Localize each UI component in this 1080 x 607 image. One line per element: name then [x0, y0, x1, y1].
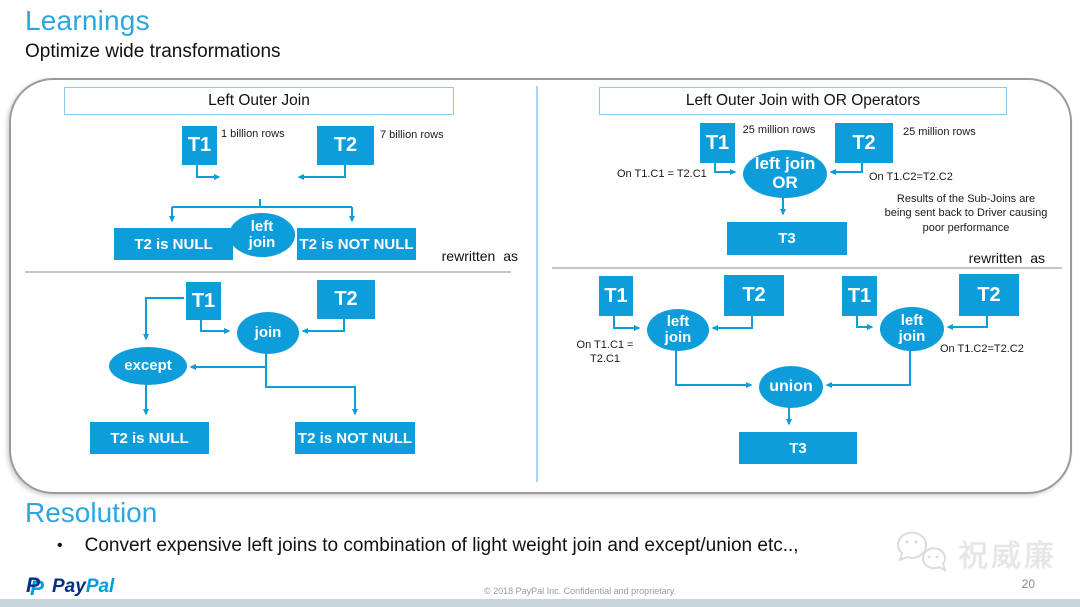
- except-label-line: except: [124, 356, 172, 374]
- resolution-title: Resolution: [25, 497, 158, 528]
- except-operator-node: except: [109, 347, 187, 385]
- connector-arrows: [25, 86, 1062, 482]
- rewritten-as-label: rewritten as: [441, 248, 518, 264]
- table-node-t1: T1: [182, 126, 217, 165]
- join-label-line: join: [248, 234, 276, 251]
- watermark-text: 祝威廉: [958, 540, 1057, 573]
- table-node-t2: T2: [317, 126, 374, 165]
- row-count-note: 25 million rows: [742, 124, 816, 136]
- join-condition-label: On T1.C2=T2.C2: [940, 343, 1024, 355]
- table-node-t1: T1: [186, 282, 221, 320]
- join-condition-label: On T1.C1 = T2.C1: [567, 338, 643, 367]
- result-node-t3: T3: [727, 222, 847, 255]
- row-count-note: 7 billion rows: [380, 129, 444, 141]
- svg-text:P: P: [26, 574, 41, 597]
- join-label-line: join: [664, 329, 692, 346]
- result-node-null: T2 is NULL: [114, 228, 233, 260]
- join-label-line: join: [254, 323, 282, 341]
- performance-note-line: Results of the Sub-Joins are: [896, 193, 1036, 205]
- page-number: 20: [1021, 577, 1035, 591]
- result-node-t3: T3: [739, 432, 857, 464]
- join-label-line: join: [898, 328, 926, 345]
- page-subtitle: Optimize wide transformations: [25, 41, 281, 62]
- join-operator-node: join: [237, 312, 299, 354]
- row-count-note: 1 billion rows: [221, 128, 285, 140]
- table-node-t2: T2: [317, 280, 375, 319]
- join-operator-node: left join: [880, 307, 944, 351]
- join-label-line: left: [900, 311, 924, 329]
- join-label-line: left join: [754, 154, 816, 174]
- copyright-text: © 2018 PayPal Inc. Confidential and prop…: [483, 586, 677, 596]
- result-node-null: T2 is NULL: [90, 422, 209, 454]
- join-label-line: left: [666, 312, 690, 330]
- table-node-t2: T2: [835, 123, 893, 163]
- join-condition-label: On T1.C1 = T2.C1: [617, 168, 707, 180]
- join-condition-line: On T1.C1 =: [576, 339, 634, 351]
- result-node-not-null: T2 is NOT NULL: [297, 228, 416, 260]
- paypal-monogram-icon: P P: [26, 574, 45, 599]
- rewritten-as-label: rewritten as: [968, 250, 1045, 266]
- right-diagram-title: Left Outer Join with OR Operators: [599, 87, 1007, 115]
- performance-note-line: being sent back to Driver causing: [884, 207, 1048, 220]
- right-top-arrows: [714, 161, 863, 216]
- join-condition-label: On T1.C2=T2.C2: [869, 171, 953, 183]
- svg-text:P: P: [30, 577, 45, 599]
- result-node-not-null: T2 is NOT NULL: [295, 422, 415, 454]
- join-operator-node: left join: [229, 213, 295, 257]
- wechat-icon: [897, 531, 947, 572]
- watermark: 祝威廉: [896, 528, 1057, 578]
- performance-note: Results of the Sub-Joins are being sent …: [876, 192, 1056, 235]
- left-diagram-title: Left Outer Join: [64, 87, 454, 115]
- table-node-t2: T2: [724, 275, 784, 316]
- paypal-wordmark-pal: Pal: [85, 575, 115, 597]
- table-node-t1: T1: [842, 276, 877, 316]
- table-node-t1: T1: [700, 123, 735, 163]
- bullet-icon: •: [57, 537, 63, 554]
- diagram-panel: Left Outer Join T1 1 billion rows T2 7 b…: [9, 78, 1072, 494]
- performance-note-line: poor performance: [922, 221, 1010, 234]
- union-label-line: union: [769, 378, 813, 396]
- table-node-t2: T2: [959, 274, 1019, 316]
- row-count-note: 25 million rows: [903, 126, 976, 138]
- bottom-accent-bar: [0, 599, 1080, 607]
- left-bottom-arrows: [143, 297, 358, 416]
- page-title: Learnings: [25, 5, 150, 36]
- resolution-bullet-text: Convert expensive left joins to combinat…: [84, 535, 799, 556]
- table-node-t1: T1: [599, 276, 633, 316]
- right-bottom-arrows: [613, 314, 988, 426]
- resolution-bullet: • Convert expensive left joins to combin…: [57, 535, 1017, 557]
- left-top-arrows: [169, 163, 355, 223]
- join-label-line: OR: [772, 173, 798, 192]
- join-condition-line: T2.C1: [590, 353, 620, 366]
- join-operator-node: left join: [647, 309, 709, 351]
- join-label-line: left: [250, 217, 274, 235]
- union-operator-node: union: [759, 366, 823, 408]
- join-or-operator-node: left join OR: [743, 150, 827, 198]
- paypal-wordmark-pay: Pay: [52, 575, 86, 597]
